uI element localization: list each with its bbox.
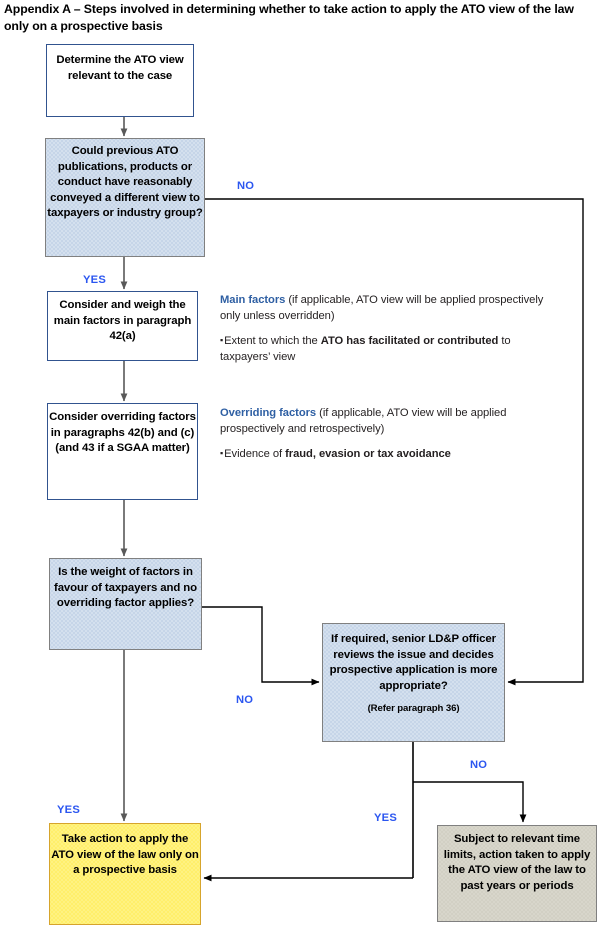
annotation-main-factors-bullet-bold: ATO has facilitated or contributed [320,335,499,347]
node-could-previous-publications[interactable]: Could previous ATO publications, product… [45,138,205,257]
node-determine-ato-view-label: Determine the ATO view relevant to the c… [56,54,184,82]
annotation-main-factors-bullet-pre: Extent to which the [224,335,321,347]
node-main-factors-label: Consider and weigh the main factors in p… [53,299,192,343]
node-determine-ato-view[interactable]: Determine the ATO view relevant to the c… [46,44,194,117]
annotation-main-factors-bullet: Extent to which the ATO has facilitated … [220,333,550,365]
page-title: Appendix A – Steps involved in determini… [4,2,574,33]
node-overriding-factors-label: Consider overriding factors in paragraph… [49,411,196,455]
node-take-action-prospective-label: Take action to apply the ATO view of the… [51,833,199,877]
node-overriding-factors[interactable]: Consider overriding factors in paragraph… [47,403,198,500]
edge-ldp-no-to-pastyears [413,781,527,823]
node-main-factors[interactable]: Consider and weigh the main factors in p… [47,291,198,361]
node-past-years-action-label: Subject to relevant time limits, action … [443,833,591,892]
annotation-overriding-factors: Overriding factors (if applicable, ATO v… [220,406,550,463]
annotation-main-factors-paragraph: Main factors (if applicable, ATO view wi… [220,293,550,324]
annotation-main-factors-bullet-post: to taxpayers’ view [220,335,511,363]
edge-label-yes-could: YES [83,274,106,286]
node-could-previous-publications-label: Could previous ATO publications, product… [47,145,203,220]
annotation-overriding-factors-bullet: Evidence of fraud, evasion or tax avoida… [220,446,550,463]
annotation-main-factors-heading: Main factors [220,294,286,306]
edge-label-no-ldp: NO [470,759,488,771]
node-ldp-officer-review-note: (Refer paragraph 36) [367,703,460,715]
node-past-years-action[interactable]: Subject to relevant time limits, action … [437,825,597,922]
annotation-main-factors: Main factors (if applicable, ATO view wi… [220,293,550,365]
node-ldp-officer-review[interactable]: If required, senior LD&P officer reviews… [322,623,505,742]
annotation-overriding-factors-heading: Overriding factors [220,407,317,419]
node-take-action-prospective[interactable]: Take action to apply the ATO view of the… [49,823,201,925]
annotation-overriding-factors-bullet-pre: Evidence of [224,448,286,460]
annotation-main-factors-text: (if applicable, ATO view will be applied… [220,294,544,322]
edge-label-yes-weight: YES [57,804,80,816]
edge-label-yes-ldp: YES [374,812,397,824]
annotation-overriding-factors-bullet-bold: fraud, evasion or tax avoidance [285,448,451,460]
annotation-overriding-factors-paragraph: Overriding factors (if applicable, ATO v… [220,406,550,437]
edge-label-no-weight: NO [236,694,254,706]
edge-weight-no-to-ldp [202,606,320,686]
edge-label-no-could: NO [237,180,255,192]
node-weight-of-factors-label: Is the weight of factors in favour of ta… [54,566,197,610]
node-ldp-officer-review-label: If required, senior LD&P officer reviews… [329,633,498,692]
node-weight-of-factors[interactable]: Is the weight of factors in favour of ta… [49,558,202,650]
annotation-overriding-factors-text: (if applicable, ATO view will be applied… [220,407,507,435]
